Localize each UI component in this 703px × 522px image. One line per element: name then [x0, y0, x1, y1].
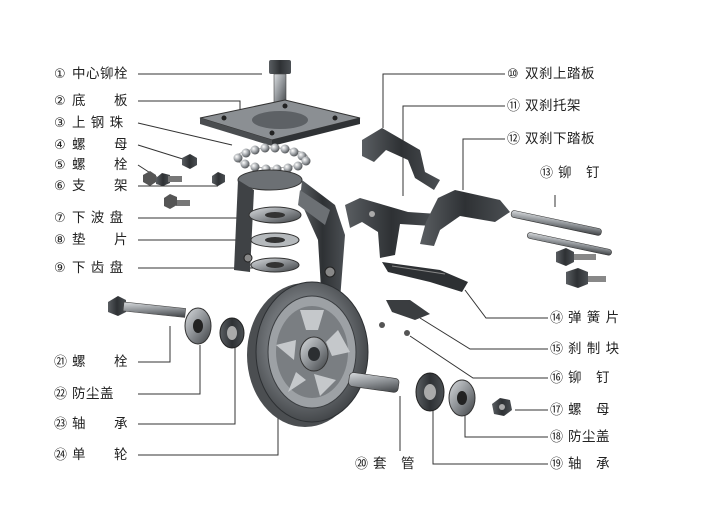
base-plate	[199, 99, 361, 146]
lower-plates	[248, 206, 302, 273]
right-bearing-cap-nut	[415, 372, 512, 417]
nuts-and-bolts	[143, 154, 225, 209]
sleeve	[348, 372, 400, 393]
left-dust-cap-and-bearing	[184, 307, 245, 349]
upper-brake-pedal	[362, 128, 440, 190]
brake-block	[379, 300, 430, 336]
axle-bolt	[108, 296, 186, 318]
center-rivet	[269, 60, 291, 109]
fork-bracket	[234, 169, 345, 305]
right-rivets	[510, 210, 612, 288]
wheel	[247, 281, 369, 427]
upper-steel-balls	[233, 143, 311, 174]
leader-lines	[137, 73, 556, 465]
brake-bracket	[345, 198, 438, 258]
lower-brake-pedal	[420, 190, 510, 246]
spring-plate	[382, 262, 468, 292]
